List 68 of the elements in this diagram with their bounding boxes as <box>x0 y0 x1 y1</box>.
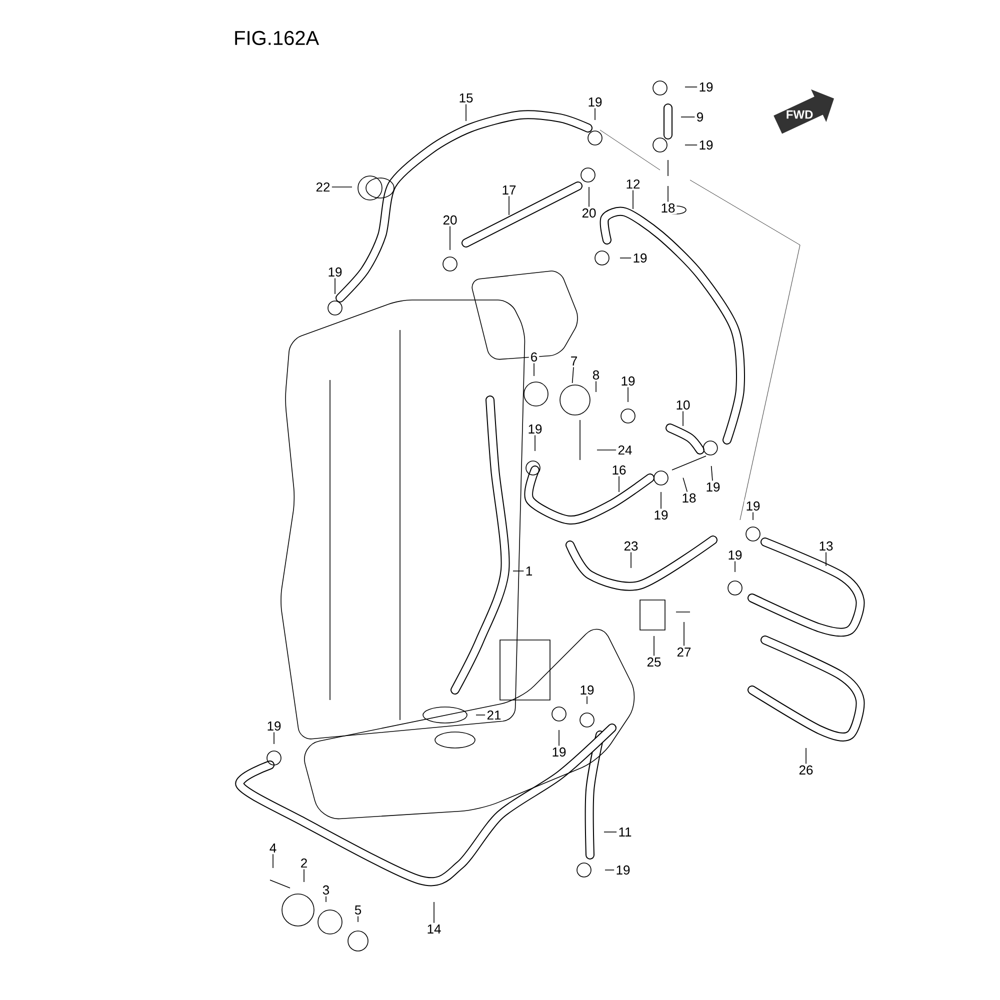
callout-number: 19 <box>265 720 283 732</box>
callout-number: 6 <box>528 350 540 364</box>
callout-number: 11 <box>616 826 634 838</box>
callout-number: 19 <box>744 500 762 512</box>
leader-line <box>334 278 336 294</box>
callout-number: 27 <box>675 646 693 658</box>
leader-line <box>682 477 688 492</box>
callout-number: 19 <box>697 80 715 94</box>
leader-line <box>632 190 634 210</box>
callout-number: 21 <box>485 708 503 722</box>
callout-number: 7 <box>568 355 580 367</box>
callout-number: 19 <box>704 480 722 494</box>
leader-line <box>332 186 352 188</box>
callout-number: 19 <box>726 548 744 562</box>
leader-line <box>594 108 596 120</box>
callout-number: 19 <box>526 422 544 436</box>
callout-number: 14 <box>425 923 443 935</box>
callout-number: 3 <box>320 884 332 896</box>
leader-line <box>508 196 510 216</box>
figure-title: FIG.162A <box>235 30 320 46</box>
callout-number: 10 <box>674 398 692 412</box>
leader-line <box>630 552 632 568</box>
leader-line <box>734 560 736 572</box>
leader-line <box>710 466 713 482</box>
callout-number: 19 <box>586 96 604 108</box>
callout-number: 20 <box>580 206 598 220</box>
callout-number: 12 <box>624 178 642 190</box>
leader-line <box>572 366 574 384</box>
leader-line <box>752 512 754 520</box>
leader-line <box>680 116 696 118</box>
callout-number: 24 <box>616 444 634 456</box>
callout-number: 25 <box>645 656 663 668</box>
callout-number: 8 <box>590 368 602 382</box>
callout-number: 23 <box>622 540 640 552</box>
callout-number: 26 <box>797 764 815 776</box>
callout-number: 19 <box>631 252 649 264</box>
callout-number: 13 <box>817 540 835 552</box>
callout-number: 17 <box>500 184 518 196</box>
leader-line <box>534 434 536 452</box>
callout-number: 19 <box>619 374 637 388</box>
leader-line <box>512 570 524 572</box>
callout-number: 20 <box>441 214 459 226</box>
callout-number: 22 <box>314 180 332 194</box>
leader-line <box>682 410 684 426</box>
callout-number: 5 <box>352 904 364 916</box>
callout-number: 19 <box>697 138 715 152</box>
leader-line <box>618 476 620 492</box>
callout-number: 19 <box>652 508 670 522</box>
callout-number: 15 <box>457 92 475 104</box>
leader-line <box>586 696 588 704</box>
leader-line <box>272 854 274 868</box>
callout-number: 19 <box>614 864 632 876</box>
callout-number: 19 <box>326 266 344 278</box>
leader-line <box>684 144 698 146</box>
callout-number: 1 <box>524 565 534 577</box>
callout-number: 9 <box>694 110 706 124</box>
leader-line <box>558 730 560 746</box>
callout-number: 4 <box>268 842 278 854</box>
leader-line <box>660 492 662 510</box>
callout-number: 18 <box>659 202 677 214</box>
leader-line <box>588 186 590 208</box>
callout-number: 2 <box>298 856 310 870</box>
callout-number: 19 <box>550 746 568 758</box>
leader-line <box>684 86 698 88</box>
callout-number: 19 <box>578 684 596 696</box>
callout-number: 18 <box>680 492 698 504</box>
callout-number: 16 <box>610 464 628 476</box>
leader-line <box>476 714 486 716</box>
